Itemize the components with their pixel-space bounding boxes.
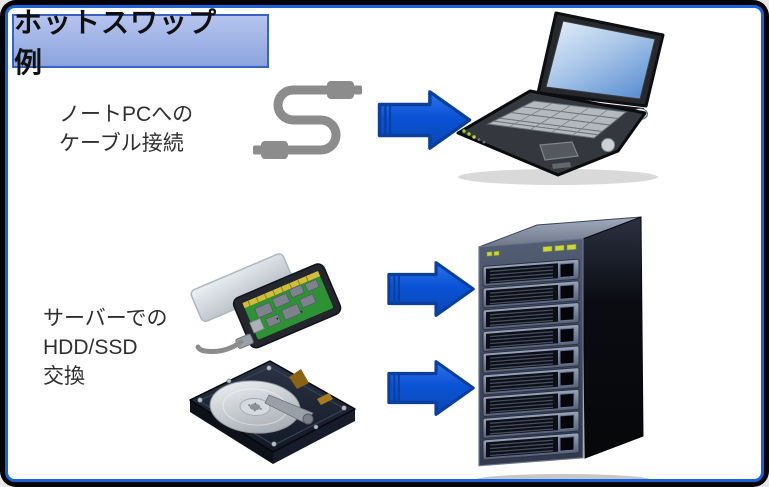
label-notepc-cable: ノートPCへの ケーブル接続 bbox=[59, 100, 193, 158]
label-line: サーバーでの bbox=[43, 307, 168, 330]
label-line: ノートPCへの bbox=[59, 103, 194, 126]
ssd-icon bbox=[190, 253, 342, 354]
laptop-icon bbox=[456, 11, 665, 185]
page-title-text: ホットスワップ 例 bbox=[14, 7, 247, 78]
server-tower-icon bbox=[476, 216, 650, 479]
label-server-hdd-ssd: サーバーでの HDD/SSD 交換 bbox=[43, 304, 168, 391]
slide-canvas: ホットスワップ 例 ノートPCへの ケーブル接続 bbox=[5, 5, 764, 482]
server-led-lights bbox=[486, 243, 577, 257]
label-line: 交換 bbox=[43, 365, 85, 388]
usb-cable-icon bbox=[253, 81, 362, 159]
page-title: ホットスワップ 例 bbox=[12, 8, 269, 78]
label-line: ケーブル接続 bbox=[59, 132, 184, 155]
server-drive-bays bbox=[482, 258, 580, 461]
hdd-icon bbox=[189, 360, 356, 464]
label-line: HDD/SSD bbox=[43, 336, 138, 359]
